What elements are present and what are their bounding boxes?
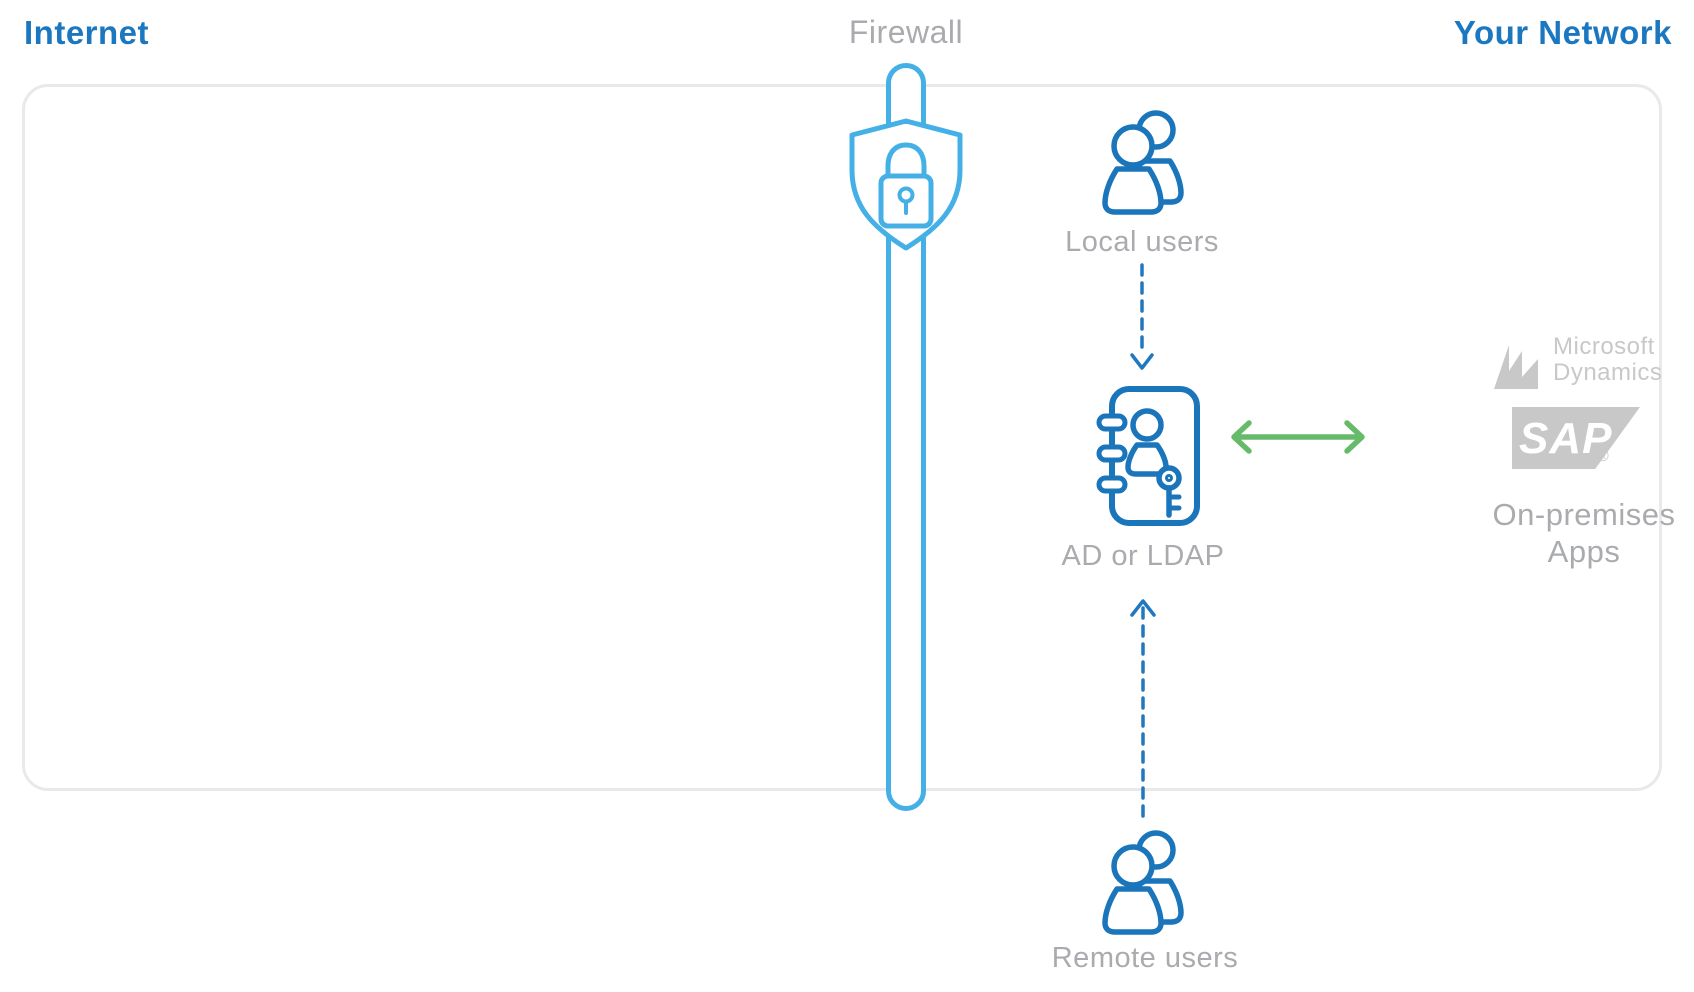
your-network-zone-label: Your Network [1453, 14, 1672, 51]
ad-or-ldap-label: AD or LDAP [1061, 540, 1225, 572]
arrow-remote-users-to-ad [1129, 598, 1157, 820]
local-users-icon [1092, 104, 1192, 216]
sap-registered-mark: ® [1597, 448, 1609, 465]
microsoft-dynamics-logo-text: Microsoft Dynamics [1553, 334, 1662, 386]
internet-zone-label: Internet [24, 14, 150, 51]
remote-users-icon [1092, 824, 1192, 936]
on-premises-apps-line2: Apps [1547, 534, 1621, 569]
network-boundary-box [22, 84, 1662, 791]
microsoft-dynamics-line2: Dynamics [1553, 359, 1663, 386]
microsoft-dynamics-logo-icon [1494, 340, 1548, 390]
on-premises-apps-line1: On-premises [1492, 497, 1676, 532]
on-premises-apps-label: On-premises Apps [1493, 496, 1676, 570]
sap-logo-text: SAP [1519, 414, 1613, 463]
arrow-local-users-to-ad [1130, 262, 1154, 374]
local-users-label: Local users [1065, 226, 1219, 258]
firewall-label: Firewall [848, 14, 964, 50]
firewall-shield-lock-icon [848, 114, 964, 254]
remote-users-label: Remote users [1051, 942, 1239, 974]
microsoft-dynamics-line1: Microsoft [1553, 333, 1655, 360]
ad-to-apps-double-arrow [1228, 419, 1368, 455]
ad-or-ldap-icon [1096, 384, 1202, 529]
